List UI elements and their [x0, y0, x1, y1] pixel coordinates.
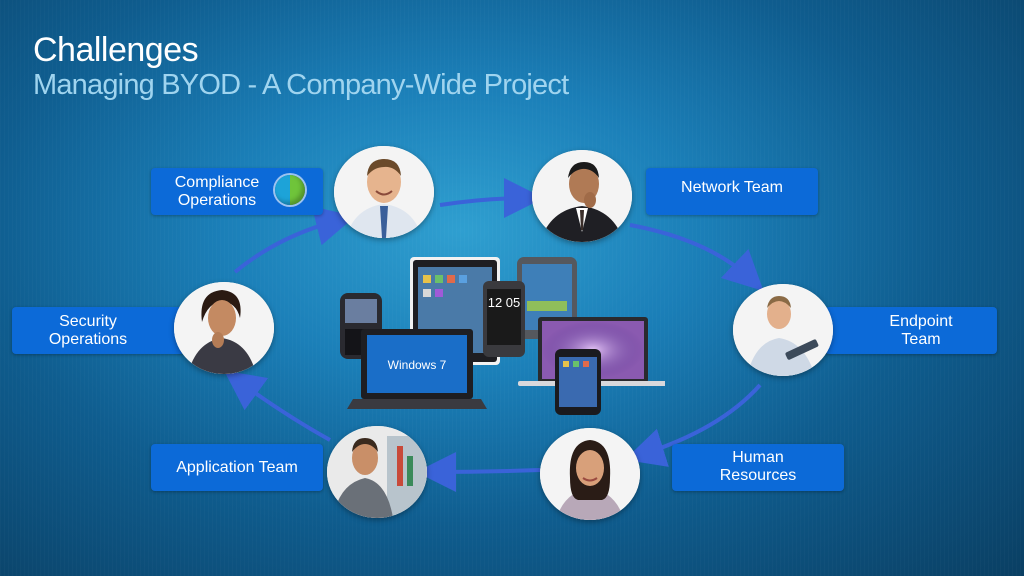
network-team-label: Network Team: [646, 168, 818, 215]
arrow-application-to-security: [224, 370, 331, 442]
byod-devices-cluster: 12 05 Windows 7: [335, 255, 668, 415]
security-person-photo: [174, 282, 274, 374]
globe-icon: [275, 175, 305, 205]
endpoint-person-photo: [733, 284, 833, 376]
network-person-photo: [532, 150, 632, 242]
endpoint-team-label: Endpoint Team: [825, 307, 997, 354]
arrow-compliance-to-network: [439, 178, 544, 219]
slide-title: Challenges: [33, 31, 199, 69]
arrow-hr-to-application: [416, 451, 541, 492]
application-team-label: Application Team: [151, 444, 323, 491]
phone-clock-text: 12 05: [488, 295, 521, 310]
laptop-brand-text: Windows 7: [388, 358, 447, 372]
human-resources-label: Human Resources: [672, 444, 844, 491]
arrow-security-to-compliance: [233, 206, 356, 274]
security-operations-label: Security Operations: [12, 307, 184, 354]
application-person-photo: [327, 426, 427, 518]
compliance-person-photo: [334, 146, 434, 238]
hr-person-photo: [540, 428, 640, 520]
slide-subtitle: Managing BYOD - A Company-Wide Project: [33, 69, 569, 101]
arrow-endpoint-to-hr: [624, 383, 762, 467]
arrow-network-to-endpoint: [629, 223, 764, 292]
